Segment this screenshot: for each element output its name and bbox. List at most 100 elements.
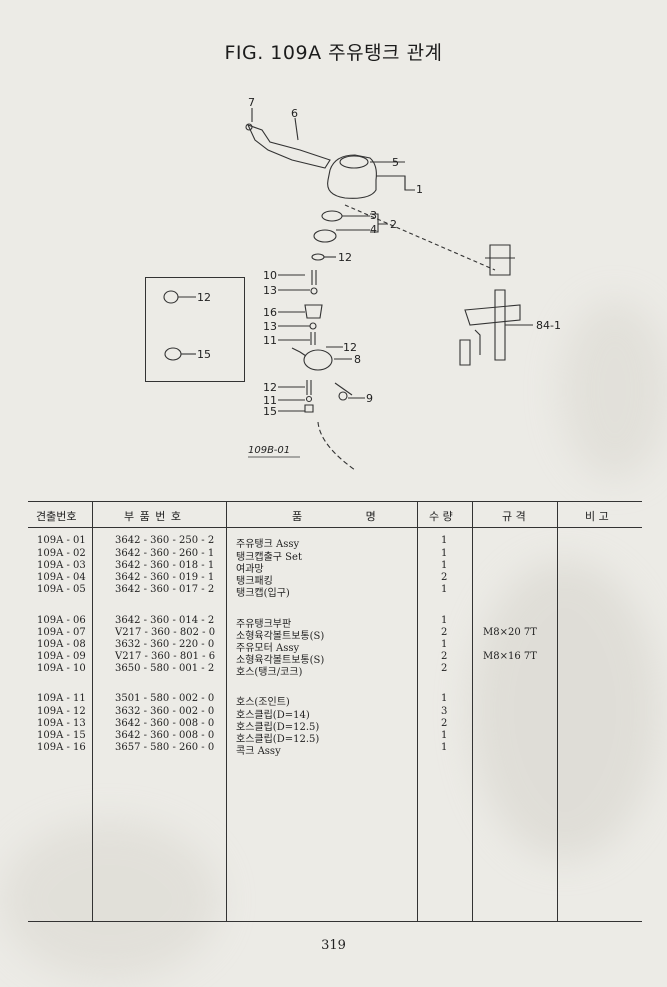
row-index: 109A - 08 [37,639,86,650]
callout-label: 7 [248,96,255,109]
filter-part [321,210,343,222]
leader-line [344,204,496,271]
row-qty: 2 [441,627,448,638]
row-part-no: 3642 - 360 - 250 - 2 [115,535,215,546]
row-part-no: 3632 - 360 - 220 - 0 [115,639,215,650]
header-spec: 규 격 [502,510,526,523]
row-part-no: 3632 - 360 - 002 - 0 [115,706,215,717]
row-index: 109A - 02 [37,548,86,559]
callout-label: 1 [416,183,423,196]
row-qty: 2 [441,663,448,674]
row-name: 호스클립(D=14) [236,710,310,721]
row-index: 109A - 06 [37,615,86,626]
row-part-no: 3642 - 360 - 014 - 2 [115,615,215,626]
row-index: 109A - 04 [37,572,86,583]
paper-stain [560,300,667,480]
row-index: 109A - 10 [37,663,86,674]
row-qty: 2 [441,718,448,729]
callout-label: 10 [263,269,277,282]
row-qty: 1 [441,742,448,753]
callout-label: 11 [263,394,277,407]
row-qty: 1 [441,639,448,650]
row-name: 여과망 [236,564,264,575]
row-part-no: 3642 - 360 - 260 - 1 [115,548,215,559]
row-name: 호스(조인트) [236,697,290,708]
column-divider [557,501,558,921]
row-qty: 1 [441,584,448,595]
row-name: 호스클립(D=12.5) [236,734,320,745]
row-qty: 1 [441,693,448,704]
row-qty: 2 [441,651,448,662]
row-name: 콕크 Assy [236,746,281,757]
packing-part [313,229,337,243]
callout-label: 84-1 [536,319,561,332]
row-index: 109A - 09 [37,651,86,662]
column-divider [472,501,473,921]
row-index: 109A - 16 [37,742,86,753]
exploded-parts-diagram: 7 6 5 1 3 4 2 12 10 13 16 13 11 12 8 12 … [163,96,561,471]
row-qty: 1 [441,535,448,546]
row-part-no: 3642 - 360 - 017 - 2 [115,584,215,595]
row-index: 109A - 07 [37,627,86,638]
table-border [28,527,642,528]
row-name: 호스클립(D=12.5) [236,722,320,733]
tank-cap [339,155,369,169]
header-remarks: 비 고 [585,510,609,523]
row-part-no: 3657 - 580 - 260 - 0 [115,742,215,753]
row-qty: 2 [441,572,448,583]
row-part-no: 3501 - 580 - 002 - 0 [115,693,215,704]
paper-stain [0,820,220,980]
header-index: 견출번호 [36,510,77,523]
header-qty: 수 량 [429,510,453,523]
callout-label: 4 [370,223,377,236]
table-border [28,501,642,502]
motor-part [303,349,333,371]
figure-ref-code: 109B-01 [248,445,290,456]
row-qty: 1 [441,615,448,626]
row-qty: 1 [441,730,448,741]
fuel-tank [327,154,377,199]
table-border [28,921,642,922]
row-part-no: 3642 - 360 - 008 - 0 [115,730,215,741]
row-part-no: 3650 - 580 - 001 - 2 [115,663,215,674]
callout-label: 3 [370,209,377,222]
callout-label: 11 [263,334,277,347]
page-number: 319 [321,938,346,953]
page-title: FIG. 109A 주유탱크 관계 [224,42,443,64]
row-spec: M8×16 7T [483,651,537,662]
row-part-no: 3642 - 360 - 008 - 0 [115,718,215,729]
callout-label: 12 [338,251,352,264]
row-part-no: 3642 - 360 - 019 - 1 [115,572,215,583]
column-divider [417,501,418,921]
callout-label: 8 [354,353,361,366]
callout-label: 6 [291,107,298,120]
callout-label: 2 [390,218,397,231]
row-name: 주유모터 Assy [236,643,300,654]
callout-label: 16 [263,306,277,319]
row-part-no: V217 - 360 - 802 - 0 [115,627,216,638]
row-part-no: V217 - 360 - 801 - 6 [115,651,216,662]
row-name: 소형육각볼트보통(S) [236,631,325,642]
callout-label: 12 [263,381,277,394]
inset-box [145,277,245,382]
row-name: 주유탱크부판 [236,619,292,630]
row-name: 호스(탱크/코크) [236,667,303,678]
row-name: 탱크패킹 [236,576,273,587]
row-name: 주유탱크 Assy [236,539,300,550]
callout-label: 5 [392,156,399,169]
callout-label: 13 [263,284,277,297]
row-index: 109A - 01 [37,535,86,546]
callout-label: 9 [366,392,373,405]
callout-label: 12 [343,341,357,354]
row-qty: 3 [441,706,448,717]
callout-label: 15 [197,348,211,361]
row-name: 탱크캡(입구) [236,588,290,599]
row-qty: 1 [441,560,448,571]
header-name: 품 명 [292,510,376,523]
bolt-part [245,123,253,131]
row-name: 탱크캡출구 Set [236,552,302,563]
row-index: 109A - 11 [37,693,86,704]
cock-part [304,304,323,319]
row-index: 109A - 03 [37,560,86,571]
row-part-no: 3642 - 360 - 018 - 1 [115,560,215,571]
